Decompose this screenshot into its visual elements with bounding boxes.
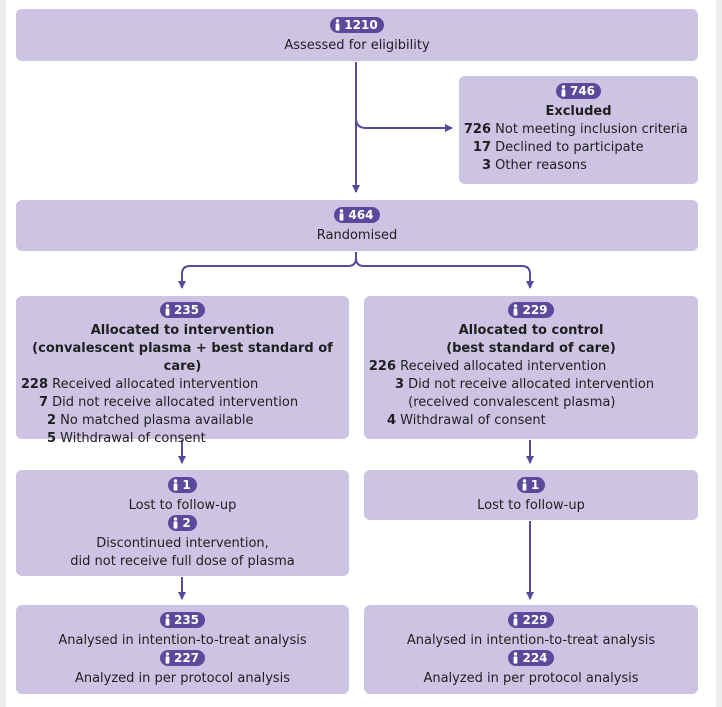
intervention-row: 5 Withdrawal of consent <box>46 431 206 446</box>
per-protocol-label: Analyzed in per protocol analysis <box>423 671 639 686</box>
control-subtitle: (best standard of care) <box>446 341 616 356</box>
itt-label: Analysed in intention-to-treat analysis <box>58 633 307 648</box>
lost-to-followup-label: Lost to follow-up <box>128 498 237 513</box>
intervention-row: 2 No matched plasma available <box>46 413 254 428</box>
count-badge: 227 <box>159 650 206 666</box>
count-badge: 235 <box>159 302 206 318</box>
person-icon <box>512 614 519 626</box>
assessed-label: Assessed for eligibility <box>284 38 430 53</box>
control-allocation-box: 229 Allocated to control (best standard … <box>364 296 698 439</box>
intervention-subtitle: (convalescent plasma + best standard of … <box>32 341 333 374</box>
count-badge: 229 <box>508 612 554 628</box>
person-icon <box>334 19 341 31</box>
count-badge: 224 <box>508 650 554 666</box>
person-icon <box>164 614 171 626</box>
count-badge: 229 <box>508 302 554 318</box>
control-title: Allocated to control <box>458 323 604 338</box>
control-analysis-box: 229 Analysed in intention-to-treat analy… <box>364 605 698 694</box>
intervention-allocation-box: 235 Allocated to intervention (convalesc… <box>16 296 349 446</box>
person-icon <box>164 652 171 664</box>
count-badge: 1 <box>168 477 197 493</box>
arrow-to-excluded <box>355 117 453 132</box>
intervention-title: Allocated to intervention <box>90 323 275 338</box>
control-row: 226 Received allocated intervention <box>368 359 607 374</box>
count-badge: 1 <box>516 477 546 493</box>
person-icon <box>338 209 345 221</box>
intervention-analysis-box: 235 Analysed in intention-to-treat analy… <box>16 605 349 694</box>
itt-label: Analysed in intention-to-treat analysis <box>406 633 656 648</box>
discontinued-detail: did not receive full dose of plasma <box>70 554 295 569</box>
person-icon <box>512 652 519 664</box>
excluded-box: 746 Excluded 726 Not meeting inclusion c… <box>459 76 698 184</box>
count-badge: 2 <box>168 515 197 531</box>
person-icon <box>521 479 528 491</box>
arrow-randomised-to-control <box>355 257 534 289</box>
intervention-row: 7 Did not receive allocated intervention <box>38 395 299 410</box>
person-icon <box>560 85 567 97</box>
control-row: (received convalescent plasma) <box>408 395 616 410</box>
discontinued-label: Discontinued intervention, <box>96 536 269 551</box>
count-badge: 746 <box>555 83 602 99</box>
control-followup-box: 1 Lost to follow-up <box>364 470 698 520</box>
excluded-reason: 3 Other reasons <box>481 158 587 173</box>
person-icon <box>172 517 179 529</box>
person-icon <box>164 304 171 316</box>
control-row: 4 Withdrawal of consent <box>386 413 546 428</box>
count-badge: 1210 <box>330 17 384 33</box>
count-badge: 464 <box>334 207 380 223</box>
excluded-reason: 17 Declined to participate <box>472 140 644 155</box>
excluded-title: Excluded <box>545 104 612 119</box>
person-icon <box>512 304 519 316</box>
intervention-followup-box: 1 Lost to follow-up 2 Discontinued inter… <box>16 470 349 576</box>
intervention-row: 228 Received allocated intervention <box>20 377 259 392</box>
lost-to-followup-label: Lost to follow-up <box>477 498 585 513</box>
count-badge: 235 <box>159 612 206 628</box>
excluded-reason: 726 Not meeting inclusion criteria <box>463 122 688 137</box>
per-protocol-label: Analyzed in per protocol analysis <box>74 671 291 686</box>
person-icon <box>172 479 179 491</box>
arrow-randomised-to-intervention <box>178 252 357 289</box>
randomised-box: 464 Randomised <box>16 200 698 251</box>
randomised-label: Randomised <box>316 228 398 243</box>
control-row: 3 Did not receive allocated intervention <box>394 377 655 392</box>
assessed-box: 1210 Assessed for eligibility <box>16 9 698 61</box>
